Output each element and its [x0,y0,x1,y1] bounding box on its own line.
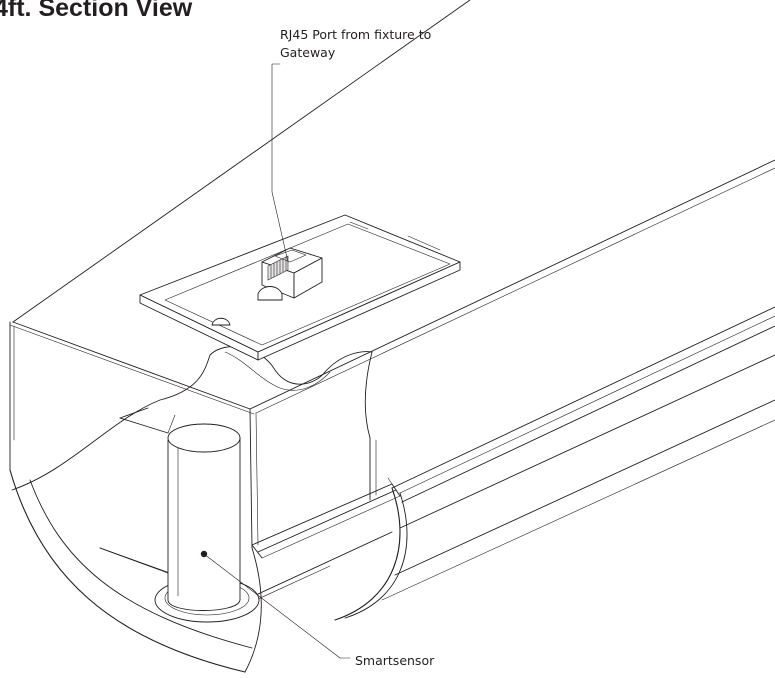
smartsensor-cylinder [154,423,260,623]
rj45-callout-label: RJ45 Port from fixture to Gateway [280,26,431,62]
smartsensor-callout-label: Smartsensor [355,653,435,668]
inner-channel [99,407,393,606]
rj45-callout-line2: Gateway [280,45,336,60]
rj45-callout-line1: RJ45 Port from fixture to [280,27,432,42]
end-cap-outline [9,321,408,673]
housing-side-lines [381,306,775,601]
leader-lines [200,63,351,659]
section-cut [11,346,373,491]
page-title: 4ft. Section View [0,0,193,22]
front-lip-rail [251,477,401,559]
smartsensor-callout-dot [200,550,208,558]
rj45-port [257,247,323,301]
housing-top-panel [9,0,775,415]
